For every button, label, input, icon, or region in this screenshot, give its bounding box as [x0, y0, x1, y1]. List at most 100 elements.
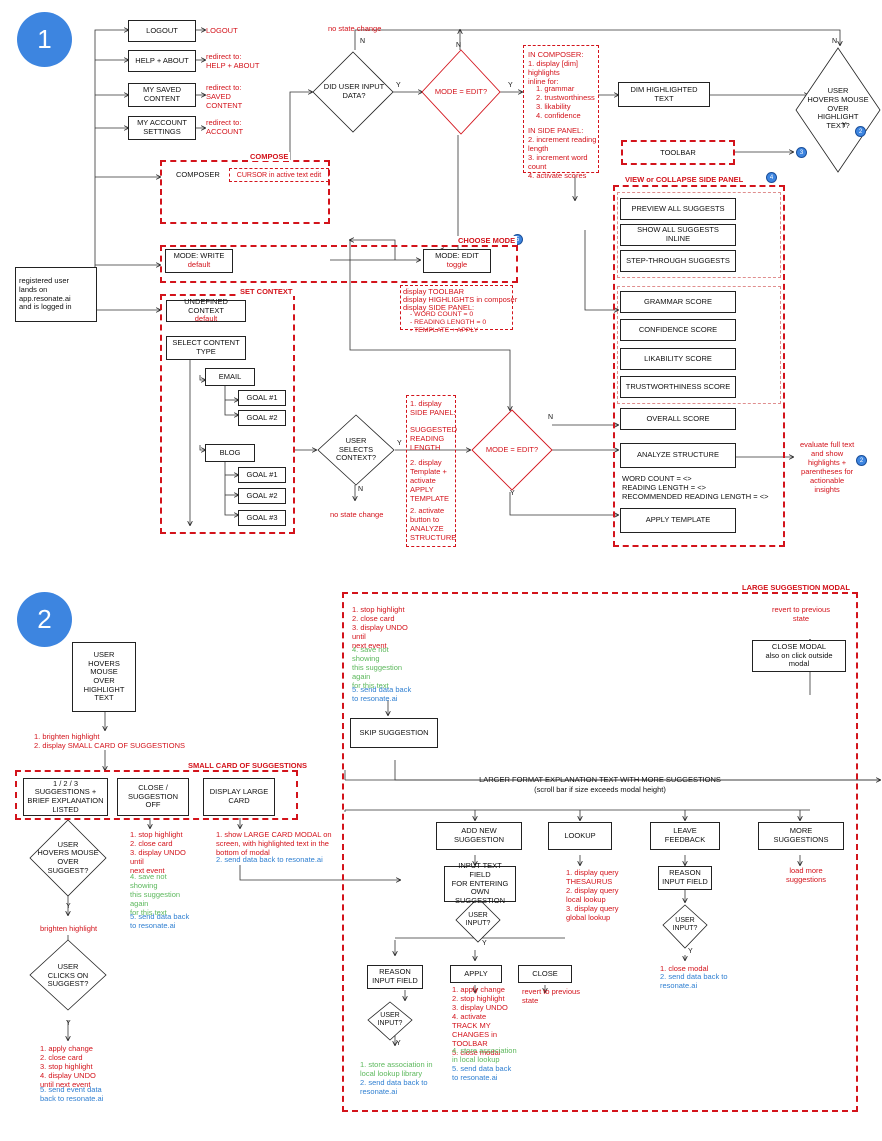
trustworthiness-score[interactable]: TRUSTWORTHINESS SCORE	[620, 376, 736, 398]
mode-write-button[interactable]: MODE: WRITE default	[165, 249, 233, 273]
close-card-notes-red: 1. stop highlight 2. close card 3. displ…	[130, 830, 186, 875]
modal-title: LARGE SUGGESTION MODAL	[740, 583, 852, 592]
display-large-card[interactable]: DISPLAY LARGE CARD	[203, 778, 275, 816]
user-hovers-decision-top: USER HOVERS MOUSE OVER HIGHLIGHT TEXT?	[807, 86, 869, 130]
close-modal-sub: also on click outside modal	[765, 650, 833, 669]
click-notes-red: 1. apply change 2. close card 3. stop hi…	[40, 1044, 96, 1089]
edge-label-n1: N	[360, 38, 366, 45]
step-through-suggests[interactable]: STEP-THROUGH SUGGESTS	[620, 250, 736, 272]
edge-label-n3: N	[832, 38, 838, 45]
more-suggestions-button[interactable]: MORE SUGGESTIONS	[758, 822, 844, 850]
blog-goal-2[interactable]: GOAL #2	[238, 488, 286, 504]
edge-label-y-hover: Y	[66, 903, 71, 910]
add-user-input-decision: USER INPUT?	[465, 911, 491, 927]
feedback-reason-input[interactable]: REASON INPUT FIELD	[658, 866, 712, 890]
apply-notes-blue: 5. send data back to resonate.ai	[452, 1064, 512, 1082]
edit-mode-notes	[400, 285, 513, 330]
help-note: redirect to: HELP + ABOUT	[206, 52, 260, 70]
in-composer-label: IN COMPOSER:	[528, 50, 584, 59]
email-option[interactable]: EMAIL	[205, 368, 255, 386]
evaluate-note: evaluate full text and show highlights +…	[800, 440, 855, 494]
mode-edit-sub: toggle	[446, 260, 468, 269]
close-suggestion-off[interactable]: CLOSE / SUGGESTION OFF	[117, 778, 189, 816]
edit-mode-line1: display TOOLBAR	[403, 287, 464, 296]
display-dim-note: 1. display [dim] highlights inline for:	[528, 59, 579, 86]
edit-mode-line3: display SIDE PANEL:	[403, 303, 475, 312]
account-settings-button[interactable]: MY ACCOUNT SETTINGS	[128, 116, 196, 140]
dim-items-note: 1. grammar 2. trustworthiness 3. likabil…	[536, 84, 595, 120]
close-card-notes-blue: 5. send data back to resonate.ai	[130, 912, 190, 930]
add-reason-input[interactable]: REASON INPUT FIELD	[367, 965, 423, 989]
email-goal-1[interactable]: GOAL #1	[238, 390, 286, 406]
feedback-user-input-decision: USER INPUT?	[672, 916, 698, 932]
saved-content-button[interactable]: MY SAVED CONTENT	[128, 83, 196, 107]
context-analyze: 2. activate button to ANALYZE STRUCTURE	[410, 506, 457, 542]
set-context-group	[160, 294, 295, 534]
section-2-badge: 2	[17, 592, 72, 647]
show-all-suggests-inline[interactable]: SHOW ALL SUGGESTS INLINE	[620, 224, 736, 246]
edit-mode-line2: display HIGHLIGHTS in composer	[403, 295, 518, 304]
blog-goal-3[interactable]: GOAL #3	[238, 510, 286, 526]
blog-goal-1[interactable]: GOAL #1	[238, 467, 286, 483]
close-modal-button[interactable]: CLOSE MODAL also on click outside modal	[752, 640, 846, 672]
add-new-suggestion-button[interactable]: ADD NEW SUGGESTION	[436, 822, 522, 850]
undefined-context-label: UNDEFINED CONTEXT	[184, 297, 228, 315]
apply-button[interactable]: APPLY	[450, 965, 502, 983]
skip-suggestion-button[interactable]: SKIP SUGGESTION	[350, 718, 438, 748]
edge-label-y-feedback: Y	[688, 948, 693, 955]
composer-label[interactable]: COMPOSER	[176, 170, 220, 179]
click-notes-blue: 5. send event data back to resonate.ai	[40, 1085, 104, 1103]
logout-button[interactable]: LOGOUT	[128, 20, 196, 42]
selects-context-decision: USER SELECTS CONTEXT?	[335, 436, 376, 463]
confidence-score[interactable]: CONFIDENCE SCORE	[620, 319, 736, 341]
edge-label-n5: N	[548, 414, 554, 421]
small-card-title: SMALL CARD OF SUGGESTIONS	[186, 761, 310, 770]
input-text-field[interactable]: INPUT TEXT FIELD FOR ENTERING OWN SUGGES…	[444, 862, 516, 905]
large-card-notes-blue: 2. send data back to resonate.ai	[216, 855, 323, 864]
set-context-title: SET CONTEXT	[238, 287, 295, 296]
preview-all-suggests[interactable]: PREVIEW ALL SUGGESTS	[620, 198, 736, 220]
overall-score[interactable]: OVERALL SCORE	[620, 408, 736, 430]
start-node: registered user lands on app.resonate.ai…	[15, 267, 97, 322]
blog-option[interactable]: BLOG	[205, 444, 255, 462]
reason-notes-green: 1. store association in local lookup lib…	[360, 1060, 433, 1078]
analyze-structure-button[interactable]: ANALYZE STRUCTURE	[620, 443, 736, 468]
apply-notes-green: 4. store association in local lookup	[452, 1046, 517, 1064]
explanation-text: LARGER FORMAT EXPLANATION TEXT WITH MORE…	[479, 775, 721, 784]
mode-edit-decision-mid: MODE = EDIT?	[485, 444, 539, 454]
did-user-input-decision: DID USER INPUT DATA?	[323, 82, 385, 100]
scores-group	[617, 286, 781, 404]
toolbar-box[interactable]: TOOLBAR	[621, 140, 735, 165]
mode-write-label: MODE: WRITE	[173, 251, 225, 261]
saved-note: redirect to: SAVED CONTENT	[206, 83, 243, 110]
leave-feedback-button[interactable]: LEAVE FEEDBACK	[650, 822, 720, 850]
help-about-button[interactable]: HELP + ABOUT	[128, 50, 196, 72]
clicks-suggest-decision: USER CLICKS ON SUGGEST?	[47, 962, 89, 989]
edit-mode-items: - WORD COUNT = 0 - READING LENGTH = 0 - …	[410, 311, 487, 335]
select-content-type[interactable]: SELECT CONTENT TYPE	[166, 336, 246, 360]
no-state-change-mid: no state change	[330, 510, 384, 519]
in-side-panel-label: IN SIDE PANEL:	[528, 126, 584, 135]
suggestions-listed[interactable]: 1 / 2 / 3 SUGGESTIONS + BRIEF EXPLANATIO…	[23, 778, 108, 816]
email-goal-2[interactable]: GOAL #2	[238, 410, 286, 426]
mode-edit-label: MODE: EDIT	[435, 251, 479, 261]
lookup-button[interactable]: LOOKUP	[548, 822, 612, 850]
mode-edit-button[interactable]: MODE: EDIT toggle	[423, 249, 491, 273]
close-card-notes-green: 4. save not showing this suggestion agai…	[130, 872, 181, 917]
no-state-change-top: no state change	[328, 24, 382, 33]
likability-score[interactable]: LIKABILITY SCORE	[620, 348, 736, 370]
large-suggestion-modal	[342, 592, 858, 1112]
section-1-badge: 1	[17, 12, 72, 67]
dim-highlighted-text: DIM HIGHLIGHTED TEXT	[618, 82, 710, 107]
close-button[interactable]: CLOSE	[518, 965, 572, 983]
side-panel-title: VIEW or COLLAPSE SIDE PANEL	[623, 175, 746, 184]
feedback-notes-red: 1. close modal	[660, 964, 709, 973]
skip-notes-red: 1. stop highlight 2. close card 3. displ…	[352, 605, 408, 650]
grammar-score[interactable]: GRAMMAR SCORE	[620, 291, 736, 313]
apply-template-button[interactable]: APPLY TEMPLATE	[620, 508, 736, 533]
account-note: redirect to: ACCOUNT	[206, 118, 244, 136]
compose-title: COMPOSE	[248, 152, 291, 161]
skip-notes-green: 4. save not showing this suggestion agai…	[352, 645, 403, 690]
undefined-context[interactable]: UNDEFINED CONTEXT default	[166, 297, 246, 323]
